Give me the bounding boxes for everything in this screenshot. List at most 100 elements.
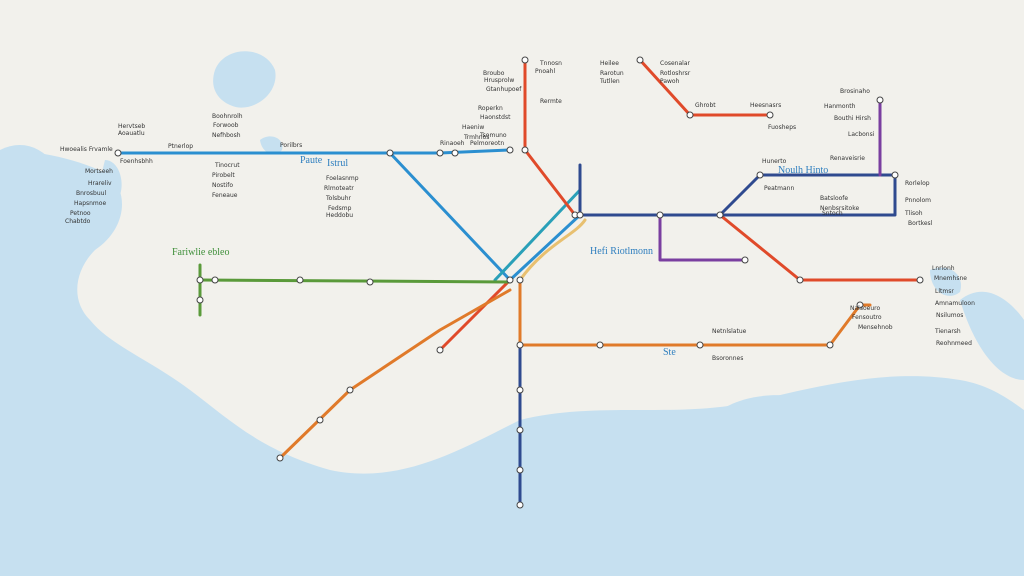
station-label: Pnnolom [905, 197, 931, 204]
station-label: Rlmoteatr [324, 185, 354, 192]
station-label: Heesnasrs [750, 102, 782, 109]
station-dot[interactable] [521, 56, 529, 64]
water-body [710, 395, 821, 464]
station-dot[interactable] [516, 501, 524, 509]
station-dot[interactable] [436, 149, 444, 157]
station-dot[interactable] [766, 111, 774, 119]
station-dot[interactable] [436, 346, 444, 354]
station-dot[interactable] [346, 386, 354, 394]
station-label: Forwoob [213, 122, 239, 129]
station-label: Porilbrs [280, 142, 303, 149]
station-label: Heddobu [326, 212, 354, 219]
station-dot[interactable] [696, 341, 704, 349]
station-label: Chabtdo [65, 218, 91, 225]
station-label: Nalsoeuro [850, 305, 881, 312]
station-dot[interactable] [521, 146, 529, 154]
station-label: Tutllen [600, 78, 620, 85]
station-dot[interactable] [211, 276, 219, 284]
station-label: Rinaoeh [440, 140, 465, 147]
station-dot[interactable] [196, 276, 204, 284]
station-label: Brosinaho [840, 88, 870, 95]
station-label: Tienarsh [935, 328, 961, 335]
transit-line [198, 278, 512, 284]
station-label: Haonstdst [480, 114, 511, 121]
station-label: Rotloshrsr [660, 70, 691, 77]
station-dot[interactable] [686, 111, 694, 119]
station-dot[interactable] [516, 386, 524, 394]
station-dot[interactable] [916, 276, 924, 284]
station-label: Lltmsr [935, 288, 954, 295]
station-label: Amnamuloon [935, 300, 975, 307]
station-label: Nenbsrsitoke [820, 205, 860, 212]
station-label: Sntoch [822, 210, 843, 217]
station-dot[interactable] [796, 276, 804, 284]
station-dot[interactable] [516, 466, 524, 474]
station-label: Haeniw [462, 124, 485, 131]
station-dot[interactable] [856, 301, 864, 309]
station-dot[interactable] [516, 426, 524, 434]
station-label: Bouthi Hirsh [834, 115, 871, 122]
transit-line [523, 58, 577, 217]
station-dot[interactable] [451, 149, 459, 157]
station-label: Hrusprolw [484, 77, 515, 84]
station-dot[interactable] [114, 149, 122, 157]
district-label: Noulh Hinto [778, 165, 829, 176]
station-dot[interactable] [386, 149, 394, 157]
transit-line [518, 218, 587, 282]
station-label: Bnrosbuul [76, 190, 107, 197]
station-label: Mnemhsne [934, 275, 967, 282]
station-dot[interactable] [891, 171, 899, 179]
station-dot[interactable] [506, 146, 514, 154]
station-dot[interactable] [826, 341, 834, 349]
water-body [930, 267, 961, 296]
station-label: Fuosheps [768, 124, 797, 131]
district-label: Paute [300, 155, 323, 166]
station-label: Hapsnmoe [74, 200, 107, 207]
station-label: Roperkn [478, 105, 503, 112]
station-label: Aoauatlu [118, 130, 145, 137]
station-label: Fedsmp [328, 205, 352, 212]
station-dot[interactable] [596, 341, 604, 349]
station-label: Gtanhupoef [486, 86, 522, 93]
water-body [100, 160, 122, 200]
station-dot[interactable] [716, 211, 724, 219]
station-label: Rermte [540, 98, 562, 105]
district-label: Fariwlie ebleo [172, 247, 230, 258]
station-label: Nsilumos [936, 312, 964, 319]
station-label: Hunerto [762, 158, 787, 165]
station-dot[interactable] [196, 296, 204, 304]
station-dot[interactable] [506, 276, 514, 284]
station-dot[interactable] [576, 211, 584, 219]
station-label: Bsoronnes [712, 355, 744, 362]
station-dot[interactable] [636, 56, 644, 64]
station-label: Nefhbosh [212, 132, 241, 139]
station-dot[interactable] [296, 276, 304, 284]
station-label: Batsloofe [820, 195, 849, 202]
station-dot[interactable] [366, 278, 374, 286]
station-label: Mortseeh [85, 168, 113, 175]
station-label: Pawoh [660, 78, 680, 85]
station-label: Ptnerlop [168, 143, 194, 150]
transit-line [438, 278, 512, 352]
station-label: Ghrobt [695, 102, 716, 109]
station-label: Renaveisrie [830, 155, 865, 162]
station-label: Pirobelt [212, 172, 235, 179]
water-body [213, 51, 276, 108]
water-body [0, 150, 1024, 576]
station-label: Hanmonth [824, 103, 856, 110]
station-dot[interactable] [876, 96, 884, 104]
station-dot[interactable] [516, 341, 524, 349]
station-dot[interactable] [656, 211, 664, 219]
transit-line [518, 278, 872, 347]
transit-line [578, 173, 897, 217]
station-label: Fensoutro [852, 314, 882, 321]
station-dot[interactable] [756, 171, 764, 179]
station-dot[interactable] [516, 276, 524, 284]
station-dot[interactable] [316, 416, 324, 424]
station-dot[interactable] [741, 256, 749, 264]
district-label: Hefi Riotlmonn [590, 246, 654, 257]
transit-line [278, 288, 512, 460]
station-dot[interactable] [276, 454, 284, 462]
